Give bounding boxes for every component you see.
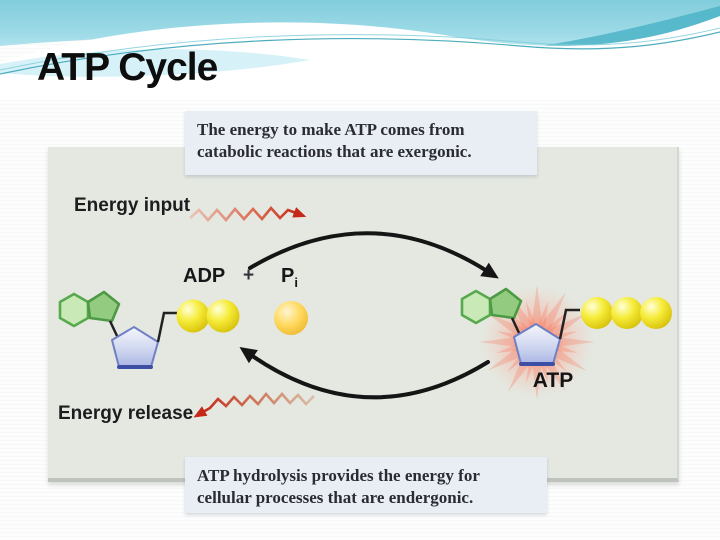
top-caption-line1: The energy to make ATP comes from xyxy=(197,120,465,139)
energy-release-label: Energy release xyxy=(58,403,194,424)
bottom-caption-box: ATP hydrolysis provides the energy for c… xyxy=(185,457,547,513)
top-caption-line2: catabolic reactions that are exergonic. xyxy=(197,142,472,162)
pi-phosphate-ball xyxy=(274,301,308,335)
bottom-caption-line2: cellular processes that are endergonic. xyxy=(197,488,474,508)
atp-phosphate-ball-3 xyxy=(640,297,672,329)
atp-label: ATP xyxy=(532,369,574,392)
atp-phosphate-ball-2 xyxy=(611,297,643,329)
wave-thin-line-2 xyxy=(0,27,720,71)
cycle-arrow-top-icon xyxy=(248,231,499,279)
glycosidic-bond xyxy=(108,320,120,339)
adp-phosphate-ball-2 xyxy=(206,299,240,333)
adenine-hexagon-icon xyxy=(58,292,90,328)
pi-subscript: i xyxy=(294,275,298,290)
plus-sign: + xyxy=(243,265,255,286)
atp-cycle-diagram xyxy=(58,206,672,418)
energy-release-zigzag-icon xyxy=(193,391,315,418)
header-wave-decoration xyxy=(0,0,720,100)
bottom-caption-line1: ATP hydrolysis provides the energy for xyxy=(197,466,480,485)
wave-thin-line-1 xyxy=(0,31,720,75)
adp-label: ADP xyxy=(183,265,226,287)
adp-phosphate-ball-1 xyxy=(176,299,210,333)
pi-label: Pi xyxy=(281,265,298,290)
phosphate-bond xyxy=(156,311,178,343)
energy-input-label: Energy input xyxy=(74,195,191,216)
energy-input-zigzag-icon xyxy=(189,206,307,222)
adenine-pentagon-icon xyxy=(86,290,121,323)
slide-title: ATP Cycle xyxy=(37,46,218,89)
top-caption-box: The energy to make ATP comes from catabo… xyxy=(185,111,537,175)
wave-white-crest xyxy=(0,16,720,100)
atp-phosphate-ball-1 xyxy=(581,297,613,329)
cycle-arrow-bottom-icon xyxy=(239,347,490,400)
pi-letter: P xyxy=(281,265,295,287)
ribose-pentagon-icon xyxy=(111,326,159,368)
